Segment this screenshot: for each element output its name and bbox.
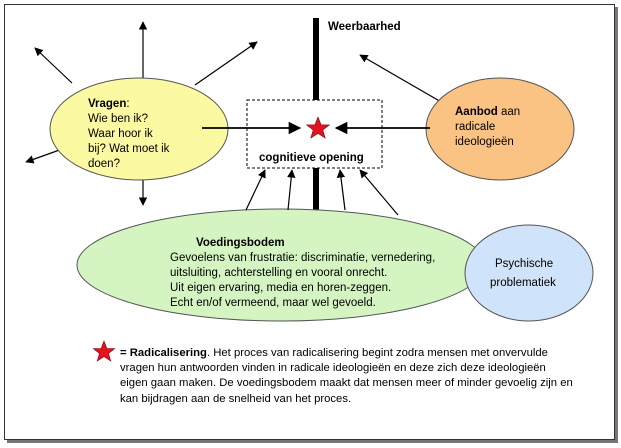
questions-line-4: doen? xyxy=(88,158,120,170)
breeding-heading: Voedingsbodem xyxy=(196,237,285,249)
offer-line-3: ideologieën xyxy=(455,136,514,148)
resilience-axis xyxy=(313,18,319,100)
radicalisation-star xyxy=(305,116,331,139)
arrow-offer-upleft xyxy=(359,54,444,104)
upward-arrows xyxy=(245,169,399,216)
offer-text: Aanbod aan radicale ideologieën xyxy=(455,106,523,148)
breeding-line-4: Echt en/of vermeend, maar wel gevoeld. xyxy=(170,297,376,309)
offer-heading: Aanbod xyxy=(455,106,498,118)
resilience-axis-lower xyxy=(313,168,319,226)
questions-colon: : xyxy=(126,98,129,110)
arrow-up-3 xyxy=(336,169,346,211)
breeding-line-2: uitsluiting, achterstelling en vooral on… xyxy=(170,267,387,279)
breeding-line-3: Uit eigen ervaring, media en horen-zegge… xyxy=(170,282,391,294)
questions-line-2: Waar hoor ik xyxy=(88,128,153,140)
arrow-up-2 xyxy=(287,169,296,211)
breeding-ground-text: Voedingsbodem Gevoelens van frustratie: … xyxy=(170,237,438,309)
psychic-line-2: problematiek xyxy=(490,277,556,289)
questions-line-3: bij? Wat moet ik xyxy=(88,143,170,155)
legend: = Radicalisering. Het proces van radical… xyxy=(120,346,575,407)
psychic-ellipse xyxy=(464,224,594,322)
legend-text: . Het proces van radicalisering begint z… xyxy=(120,347,573,405)
psychic-line-1: Psychische xyxy=(495,258,553,270)
psychic-text: Psychische problematiek xyxy=(490,258,556,289)
center-label: cognitieve opening xyxy=(259,152,364,164)
offer-line-1: aan xyxy=(498,106,520,118)
offer-ellipse xyxy=(425,77,575,181)
arrow-questions-upleft xyxy=(34,47,73,84)
arrow-up-4 xyxy=(359,169,399,216)
arrow-up-1 xyxy=(245,169,266,211)
breeding-line-1: Gevoelens van frustratie: discriminatie,… xyxy=(170,252,435,264)
questions-line-1: Wie ben ik? xyxy=(88,113,148,125)
questions-ellipse xyxy=(49,77,229,181)
questions-heading: Vragen xyxy=(88,98,126,110)
offer-line-2: radicale xyxy=(455,121,495,133)
legend-term: = Radicalisering xyxy=(120,347,207,359)
questions-text: Vragen: Wie ben ik? Waar hoor ik bij? Wa… xyxy=(88,98,173,170)
legend-star-icon xyxy=(92,340,116,362)
arrow-questions-upright xyxy=(194,41,258,86)
resilience-label: Weerbaarhed xyxy=(328,21,401,33)
